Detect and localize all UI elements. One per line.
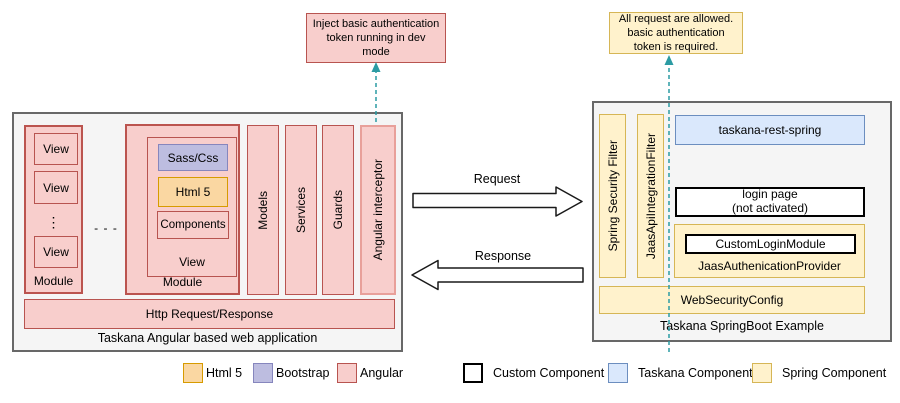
legend-item-html5: Html 5 (183, 361, 242, 385)
web-security-config-box: WebSecurityConfig (599, 286, 865, 314)
springboot-container: Spring Security Filter JaasApiIntegratio… (592, 101, 892, 342)
html5-box: Html 5 (158, 177, 228, 207)
jaas-authentication-provider-box: CustomLoginModule JaasAuthenicationProvi… (674, 224, 865, 278)
springboot-title: Taskana SpringBoot Example (660, 319, 824, 333)
legend-item-bootstrap: Bootstrap (253, 361, 330, 385)
html5-swatch-icon (183, 363, 203, 383)
spring-security-filter-label: Spring Security Filter (605, 140, 620, 252)
jaas-api-integration-filter-label: JaasApiIntegrationFilter (643, 132, 658, 260)
services-column: Services (285, 125, 317, 295)
legend-item-custom: Custom Component (463, 361, 604, 385)
services-label: Services (294, 186, 308, 233)
login-page-box: login page (not activated) (675, 187, 865, 217)
view-box: View (34, 236, 78, 268)
taskana-rest-spring-box: taskana-rest-spring (675, 115, 865, 145)
legend-label: Bootstrap (276, 366, 330, 380)
components-box: Components (157, 211, 229, 239)
legend-label: Taskana Component (638, 366, 753, 380)
sass-css-box: Sass/Css (158, 144, 228, 171)
models-label: Models (256, 190, 270, 230)
module-label: Module (33, 274, 74, 288)
view-label: View (179, 255, 205, 269)
vertical-ellipsis: ⋮ (46, 213, 61, 230)
dev-mode-note: Inject basic authentication token runnin… (306, 13, 446, 63)
auth-required-note: All request are allowed. basic authentic… (609, 12, 743, 54)
legend-item-spring: Spring Component (752, 361, 886, 385)
legend-label: Spring Component (782, 366, 887, 380)
module-2: Sass/Css Html 5 Components View Module (125, 124, 240, 295)
guards-label: Guards (331, 190, 345, 230)
spring-swatch-icon (752, 363, 772, 383)
view-box: View (34, 133, 78, 165)
angular-app-title: Taskana Angular based web application (97, 331, 318, 345)
legend-item-angular: Angular (337, 361, 403, 385)
request-arrow-icon: Request (412, 172, 583, 217)
custom-swatch-icon (463, 363, 483, 383)
horizontal-ellipsis: - - - (94, 221, 118, 235)
taskana-swatch-icon (608, 363, 628, 383)
jaas-authentication-provider-label: JaasAuthenicationProvider (698, 259, 841, 273)
guards-column: Guards (322, 125, 354, 295)
legend-label: Html 5 (206, 366, 243, 380)
angular-swatch-icon (337, 363, 357, 383)
spring-security-filter: Spring Security Filter (599, 114, 626, 278)
response-label: Response (475, 249, 531, 263)
http-request-response-bar: Http Request/Response (24, 299, 395, 329)
angular-interceptor-label: Angular interceptor (371, 159, 385, 261)
module-label: Module (162, 275, 203, 289)
response-arrow-icon: Response (411, 249, 584, 291)
angular-interceptor-column: Angular interceptor (360, 125, 396, 295)
module-1: View View ⋮ View Module (24, 125, 83, 294)
legend-label: Custom Component (493, 366, 605, 380)
models-column: Models (247, 125, 279, 295)
custom-login-module-box: CustomLoginModule (685, 234, 856, 254)
bootstrap-swatch-icon (253, 363, 273, 383)
legend-item-taskana: Taskana Component (608, 361, 753, 385)
jaas-api-integration-filter: JaasApiIntegrationFilter (637, 114, 664, 278)
angular-app-container: View View ⋮ View Module - - - Sass/Css H… (12, 112, 403, 352)
view-box: View (34, 171, 78, 204)
request-label: Request (474, 172, 521, 186)
view-container: Sass/Css Html 5 Components View (147, 137, 237, 277)
legend-label: Angular (360, 366, 404, 380)
